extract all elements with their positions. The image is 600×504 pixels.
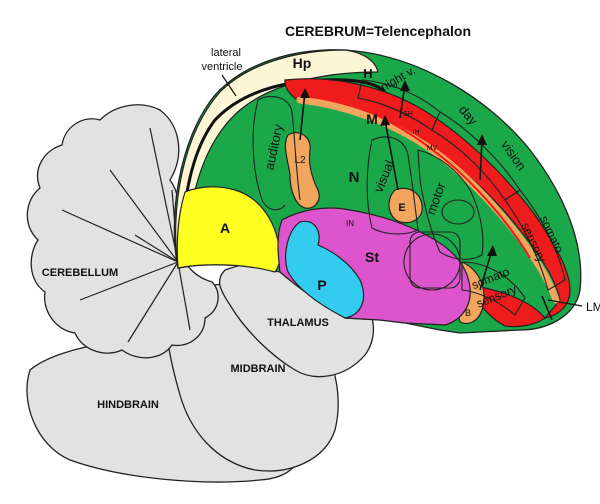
cerebellum-region bbox=[26, 104, 219, 359]
label-b: B bbox=[465, 308, 471, 318]
label-thalamus: THALAMUS bbox=[267, 317, 329, 329]
label-midbrain: MIDBRAIN bbox=[231, 363, 286, 375]
projection-arrows bbox=[299, 91, 553, 321]
label-m: M bbox=[366, 111, 378, 127]
label-ih: IH bbox=[413, 129, 420, 136]
label-h: H bbox=[363, 66, 372, 81]
ventricle-pointer bbox=[221, 74, 237, 97]
label-n: N bbox=[349, 169, 360, 186]
subregion-outlines bbox=[252, 79, 566, 316]
label-l2: L2 bbox=[294, 155, 306, 166]
label-lateral: lateral bbox=[211, 47, 241, 59]
label-sh: SH bbox=[403, 111, 413, 118]
label-a: A bbox=[220, 220, 230, 236]
label-p: P bbox=[317, 277, 326, 293]
mesopallium-lower bbox=[469, 284, 546, 328]
label-cerebellum: CEREBELLUM bbox=[42, 267, 118, 279]
orange-lamina-inner bbox=[359, 107, 531, 259]
label-st: St bbox=[365, 249, 379, 265]
night-vision-arrow bbox=[399, 83, 406, 119]
lmi-pointer bbox=[547, 299, 583, 307]
auditory-l2-region bbox=[284, 132, 320, 209]
label-mv: MV bbox=[427, 145, 438, 152]
arcopallium-region bbox=[176, 186, 281, 273]
diagram-title: CEREBRUM=Telencephalon bbox=[285, 23, 471, 39]
label-lmi: LMI bbox=[586, 300, 600, 314]
label-ventricle: ventricle bbox=[202, 61, 243, 73]
label-in: IN bbox=[346, 219, 354, 228]
label-hp: Hp bbox=[293, 55, 312, 71]
label-hindbrain: HINDBRAIN bbox=[97, 399, 159, 411]
label-e: E bbox=[398, 202, 405, 214]
pallidum-region bbox=[285, 220, 365, 319]
